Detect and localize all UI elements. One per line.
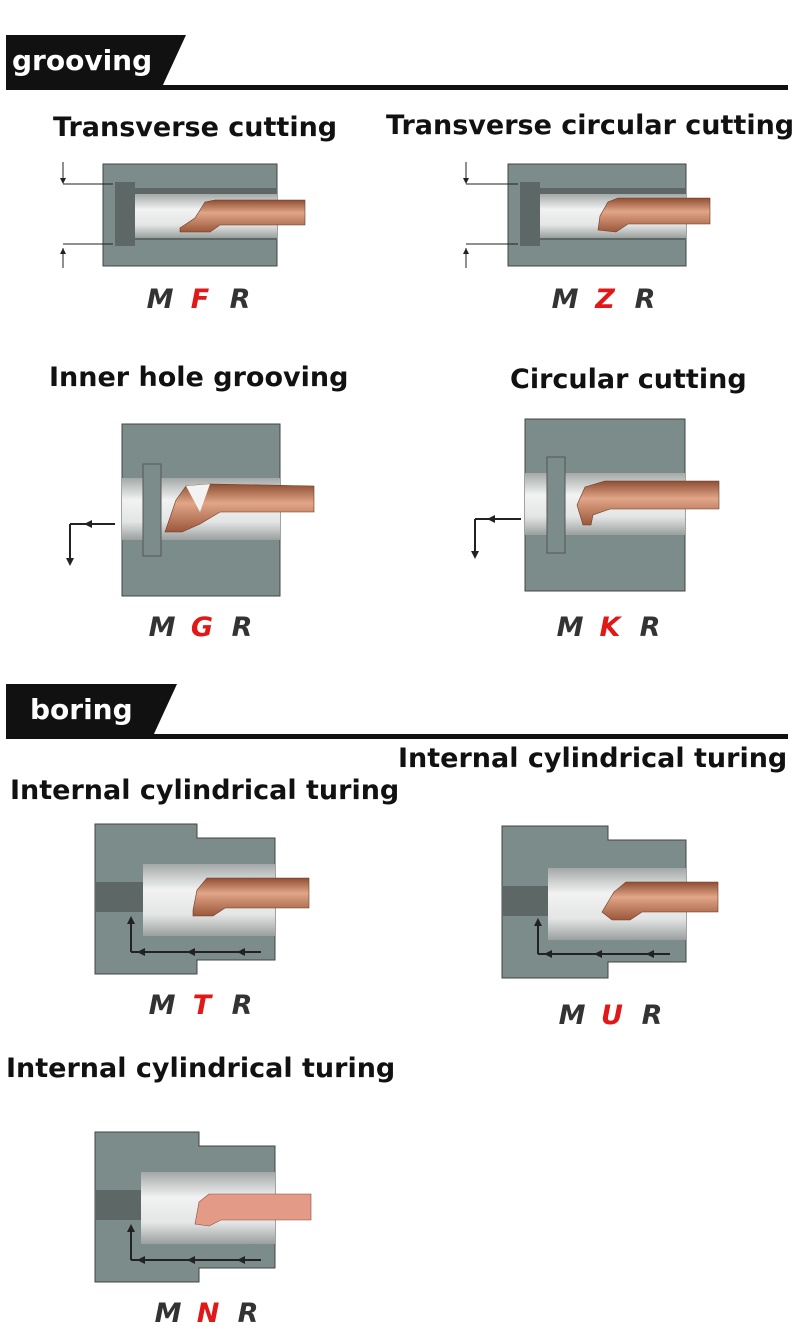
section-header-grooving: grooving <box>6 35 788 90</box>
diagram-internal-cylindrical-turing-mur <box>501 825 719 979</box>
section-label-grooving: grooving <box>6 35 187 87</box>
code-letter-highlight: N <box>196 1298 220 1329</box>
section-rule <box>6 734 788 739</box>
section-rule <box>6 85 788 90</box>
code-letter-highlight: U <box>601 1000 623 1031</box>
code-letter: R <box>237 1298 259 1329</box>
code-letter: R <box>231 612 253 643</box>
item-title-mtr: Internal cylindrical turing <box>10 775 400 806</box>
code-letter: M <box>154 1298 182 1329</box>
code-letter: M <box>558 1000 586 1031</box>
section-label-boring: boring <box>6 684 177 736</box>
code-letter: R <box>231 990 253 1021</box>
code-letter-highlight: Z <box>595 284 615 315</box>
code-letter-highlight: T <box>192 990 212 1021</box>
code-letter: M <box>556 612 584 643</box>
code-letter: R <box>229 284 251 315</box>
item-title-mgr: Inner hole grooving <box>49 362 349 393</box>
code-letter: M <box>148 990 176 1021</box>
code-letter: M <box>148 612 176 643</box>
item-title-mzr: Transverse circular cutting <box>386 110 795 141</box>
diagram-internal-cylindrical-turing-mnr <box>94 1131 312 1283</box>
code-letter: R <box>639 612 661 643</box>
code-letter-highlight: F <box>190 284 210 315</box>
code-letter: R <box>634 284 656 315</box>
diagram-transverse-cutting <box>60 162 306 268</box>
code-letter-highlight: G <box>190 612 214 643</box>
diagram-circular-cutting <box>471 418 720 592</box>
diagram-inner-hole-grooving <box>66 423 315 597</box>
diagram-internal-cylindrical-turing-mtr <box>94 823 310 975</box>
diagram-transverse-circular-cutting <box>463 162 711 268</box>
item-title-mkr: Circular cutting <box>510 364 747 395</box>
item-title-mnr: Internal cylindrical turing <box>6 1053 396 1084</box>
code-letter: M <box>146 284 174 315</box>
section-header-boring: boring <box>6 684 788 739</box>
item-title-mur: Internal cylindrical turing <box>398 743 788 774</box>
item-title-mfr: Transverse cutting <box>53 112 338 143</box>
code-letter: M <box>551 284 579 315</box>
code-letter-highlight: K <box>599 612 621 643</box>
code-letter: R <box>641 1000 663 1031</box>
